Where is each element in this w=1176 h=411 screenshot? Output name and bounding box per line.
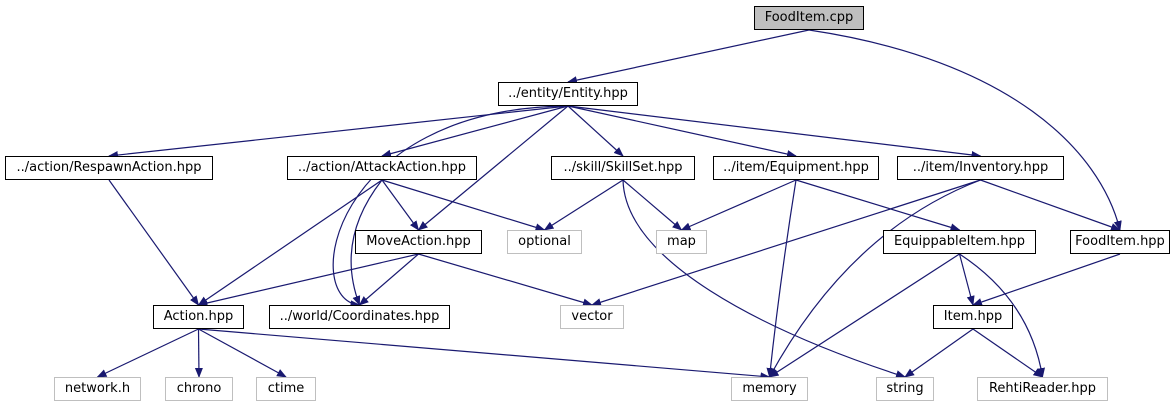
- node-equippableitem-hpp[interactable]: EquippableItem.hpp: [883, 230, 1036, 254]
- edge-fooditem-cpp-to-entity-hpp: [567, 29, 810, 85]
- node-inventory-hpp[interactable]: ../item/Inventory.hpp: [897, 156, 1064, 180]
- node-coordinates-hpp[interactable]: ../world/Coordinates.hpp: [269, 305, 450, 329]
- edge-equipment-hpp-to-equippableitem-hpp: [795, 179, 961, 232]
- node-ctime: ctime: [256, 377, 316, 401]
- edge-entity-hpp-to-moveaction-hpp: [417, 105, 569, 231]
- edge-attackaction-hpp-to-moveaction-hpp: [381, 179, 420, 231]
- edge-inventory-hpp-to-fooditem-hpp: [980, 179, 1121, 231]
- edge-equipment-hpp-to-map: [680, 179, 797, 231]
- edge-skillset-hpp-to-optional: [543, 179, 624, 231]
- edge-action-hpp-to-memory: [198, 328, 771, 381]
- edge-action-hpp-to-ctime: [198, 328, 287, 378]
- edge-attackaction-hpp-to-action-hpp: [197, 179, 383, 306]
- edge-entity-hpp-to-equipment-hpp: [567, 105, 797, 158]
- node-vector: vector: [560, 305, 624, 329]
- edge-action-hpp-to-network-h: [96, 328, 199, 378]
- edge-entity-hpp-to-coordinates-hpp: [332, 105, 569, 309]
- edge-equipment-hpp-to-memory: [766, 179, 797, 378]
- node-entity-hpp[interactable]: ../entity/Entity.hpp: [498, 82, 638, 106]
- node-skillset-hpp[interactable]: ../skill/SkillSet.hpp: [551, 156, 695, 180]
- edge-inventory-hpp-to-vector: [591, 179, 981, 307]
- node-attackaction-hpp[interactable]: ../action/AttackAction.hpp: [287, 156, 477, 180]
- edge-skillset-hpp-to-map: [622, 179, 683, 231]
- node-string: string: [876, 377, 934, 401]
- node-rehtireader-hpp: RehtiReader.hpp: [977, 377, 1108, 401]
- edge-fooditem-cpp-to-fooditem-hpp: [808, 29, 1122, 231]
- node-item-hpp[interactable]: Item.hpp: [933, 305, 1013, 329]
- edge-entity-hpp-to-respawnaction-hpp: [108, 105, 569, 160]
- node-optional: optional: [507, 230, 582, 254]
- edge-inventory-hpp-to-memory: [768, 179, 981, 378]
- edge-entity-hpp-to-attackaction-hpp: [381, 105, 569, 158]
- edge-attackaction-hpp-to-optional: [381, 179, 546, 232]
- node-map: map: [656, 230, 707, 254]
- edge-respawnaction-hpp-to-action-hpp: [108, 179, 200, 306]
- edge-moveaction-hpp-to-action-hpp: [197, 253, 419, 307]
- edge-action-hpp-to-chrono: [194, 328, 203, 378]
- node-memory: memory: [731, 377, 808, 401]
- edge-equippableitem-hpp-to-memory: [768, 253, 960, 378]
- node-respawnaction-hpp[interactable]: ../action/RespawnAction.hpp: [5, 156, 213, 180]
- edge-equippableitem-hpp-to-rehtireader-hpp: [959, 253, 1046, 378]
- node-action-hpp[interactable]: Action.hpp: [153, 305, 244, 329]
- edge-moveaction-hpp-to-coordinates-hpp: [358, 253, 419, 306]
- edge-attackaction-hpp-to-coordinates-hpp: [350, 179, 383, 306]
- edge-skillset-hpp-to-string: [622, 179, 906, 379]
- edge-equippableitem-hpp-to-item-hpp: [958, 253, 975, 306]
- edge-entity-hpp-to-inventory-hpp: [567, 105, 982, 159]
- node-chrono: chrono: [165, 377, 233, 401]
- node-equipment-hpp[interactable]: ../item/Equipment.hpp: [713, 156, 879, 180]
- edge-fooditem-hpp-to-item-hpp: [972, 253, 1121, 306]
- edge-item-hpp-to-string: [904, 328, 974, 378]
- node-moveaction-hpp[interactable]: MoveAction.hpp: [355, 230, 482, 254]
- node-network-h: network.h: [54, 377, 141, 401]
- edge-item-hpp-to-rehtireader-hpp: [972, 328, 1044, 378]
- node-fooditem-cpp[interactable]: FoodItem.cpp: [754, 6, 864, 30]
- edge-moveaction-hpp-to-vector: [418, 253, 593, 307]
- node-fooditem-hpp[interactable]: FoodItem.hpp: [1070, 230, 1170, 254]
- edge-entity-hpp-to-skillset-hpp: [567, 105, 624, 157]
